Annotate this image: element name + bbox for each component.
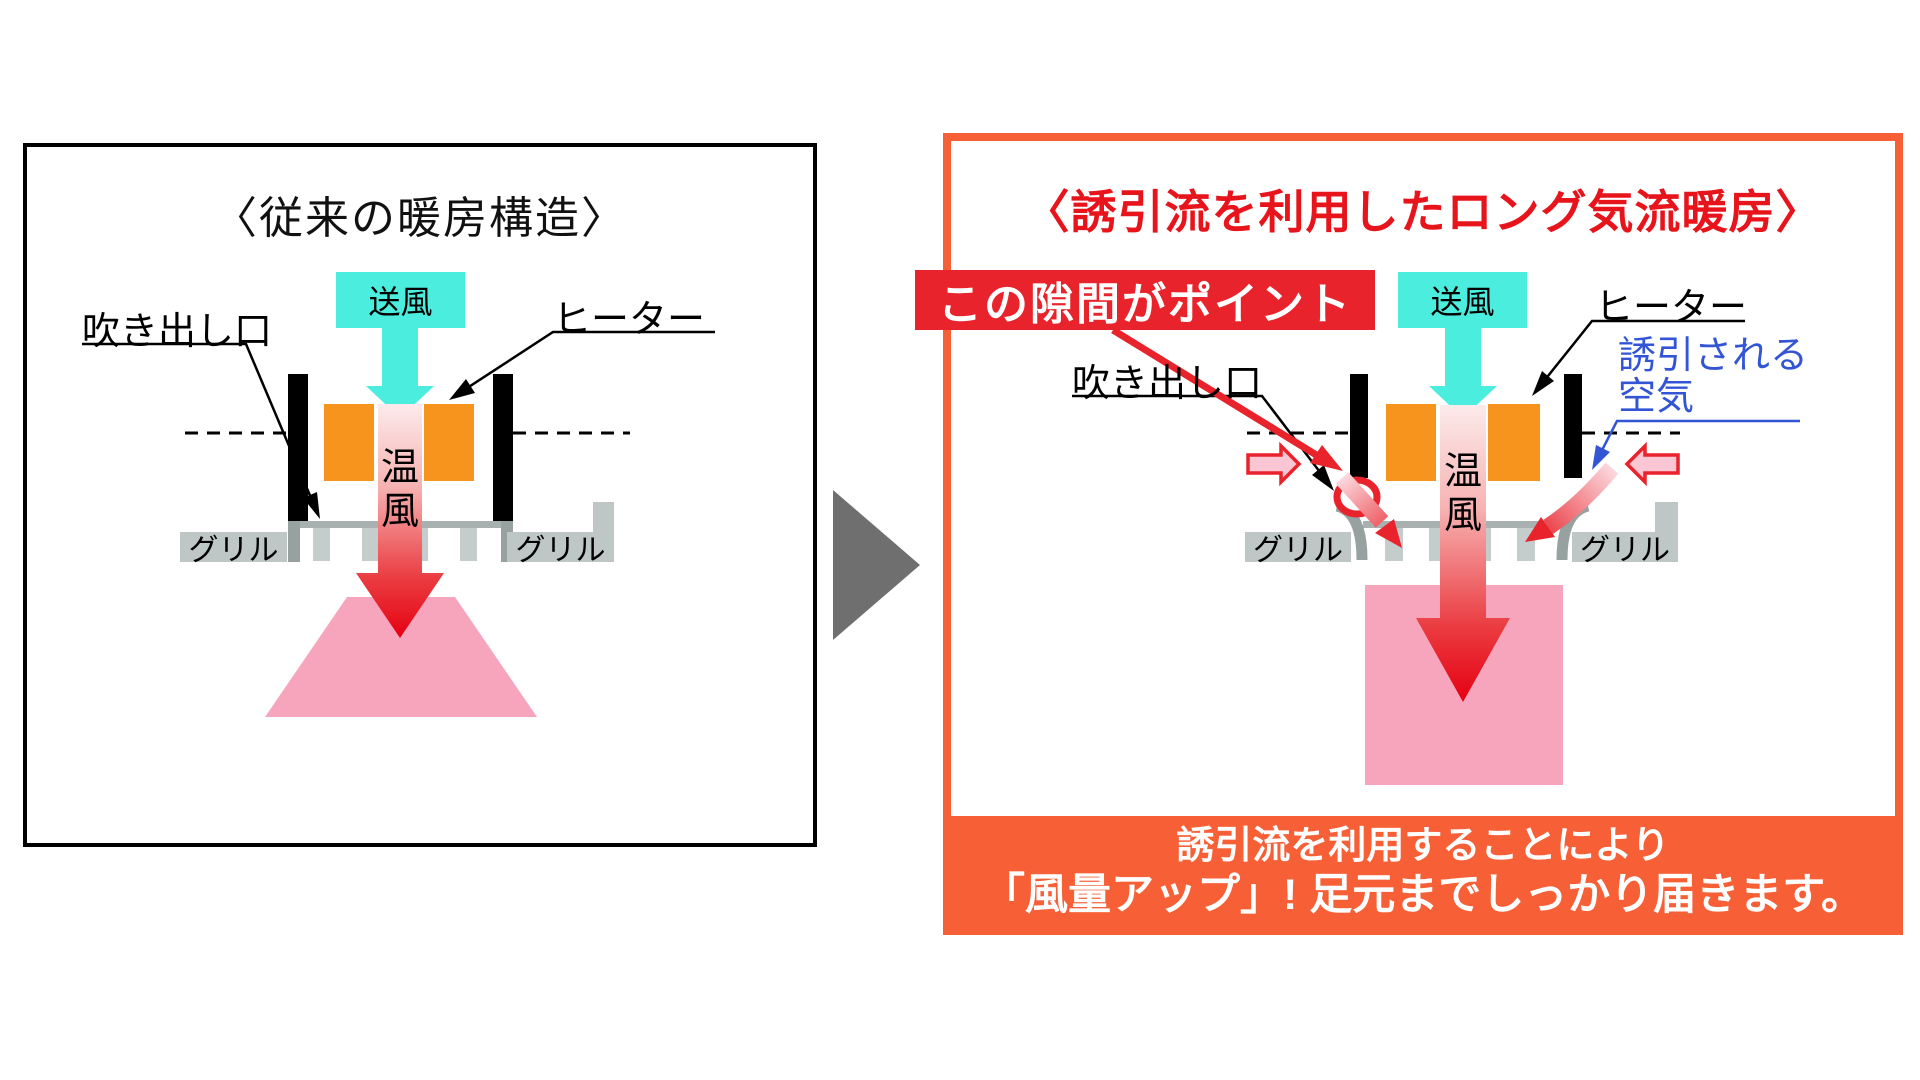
grill-label: グリル <box>515 534 606 567</box>
conventional-title: 〈従来の暖房構造〉 <box>213 194 627 243</box>
blower-label-left: 送風 <box>368 284 433 320</box>
banner-line2: 「風量アップ」! 足元までしっかり届きます。 <box>982 870 1864 919</box>
warm-zone-square <box>1365 585 1563 785</box>
induced-flow-title: 〈誘引流を利用したロング気流暖房〉 <box>1023 186 1823 238</box>
grill-tooth <box>362 528 379 561</box>
grill-label: グリル <box>1253 534 1343 567</box>
heater-label-right: ヒーター <box>1595 287 1748 329</box>
gap-point-callout: この隙間がポイント <box>915 270 1375 330</box>
outlet-label-left: 吹き出し口 <box>82 311 273 353</box>
grill-label: グリル <box>1580 534 1670 567</box>
induced-flow-panel <box>943 133 1903 935</box>
warm-air-label-right: 温風 <box>1443 451 1482 537</box>
grill-tab-right <box>1655 502 1678 534</box>
grill-tooth <box>1517 528 1535 561</box>
grill-tab-left <box>593 502 614 534</box>
heater-block-left-b <box>424 404 474 481</box>
grill-sidebar-left-a <box>288 521 300 562</box>
benefit-banner: 誘引流を利用することにより 「風量アップ」! 足元までしっかり届きます。 <box>951 816 1895 927</box>
blower-box-right: 送風 <box>1398 272 1527 328</box>
grill-tooth <box>460 528 477 561</box>
induced-air-label: 誘引される 空気 <box>1618 335 1809 418</box>
transition-arrow <box>833 490 920 640</box>
grill-box-right-a: グリル <box>1245 532 1351 567</box>
heater-block-left-a <box>324 404 374 481</box>
outlet-wall-right-a <box>1350 374 1368 478</box>
outlet-wall-left-a <box>288 374 308 521</box>
blower-label-right: 送風 <box>1430 284 1495 320</box>
heater-block-right-a <box>1386 404 1436 481</box>
outlet-wall-left-b <box>493 374 513 521</box>
gap-point-text: この隙間がポイント <box>938 280 1352 329</box>
banner-line1: 誘引流を利用することにより <box>1176 824 1670 867</box>
grill-tooth <box>1385 528 1403 561</box>
warm-air-label-left: 温風 <box>380 447 419 533</box>
outlet-wall-right-b <box>1564 374 1582 478</box>
grill-box-left-b: グリル <box>507 532 614 567</box>
outlet-label-right: 吹き出し口 <box>1072 363 1263 405</box>
grill-tooth <box>313 528 330 561</box>
grill-box-right-b: グリル <box>1572 532 1678 567</box>
grill-box-left-a: グリル <box>180 532 287 567</box>
blower-box-left: 送風 <box>336 272 465 328</box>
heater-block-right-b <box>1488 404 1540 481</box>
heater-label-left: ヒーター <box>553 299 706 341</box>
grill-label: グリル <box>188 534 279 567</box>
